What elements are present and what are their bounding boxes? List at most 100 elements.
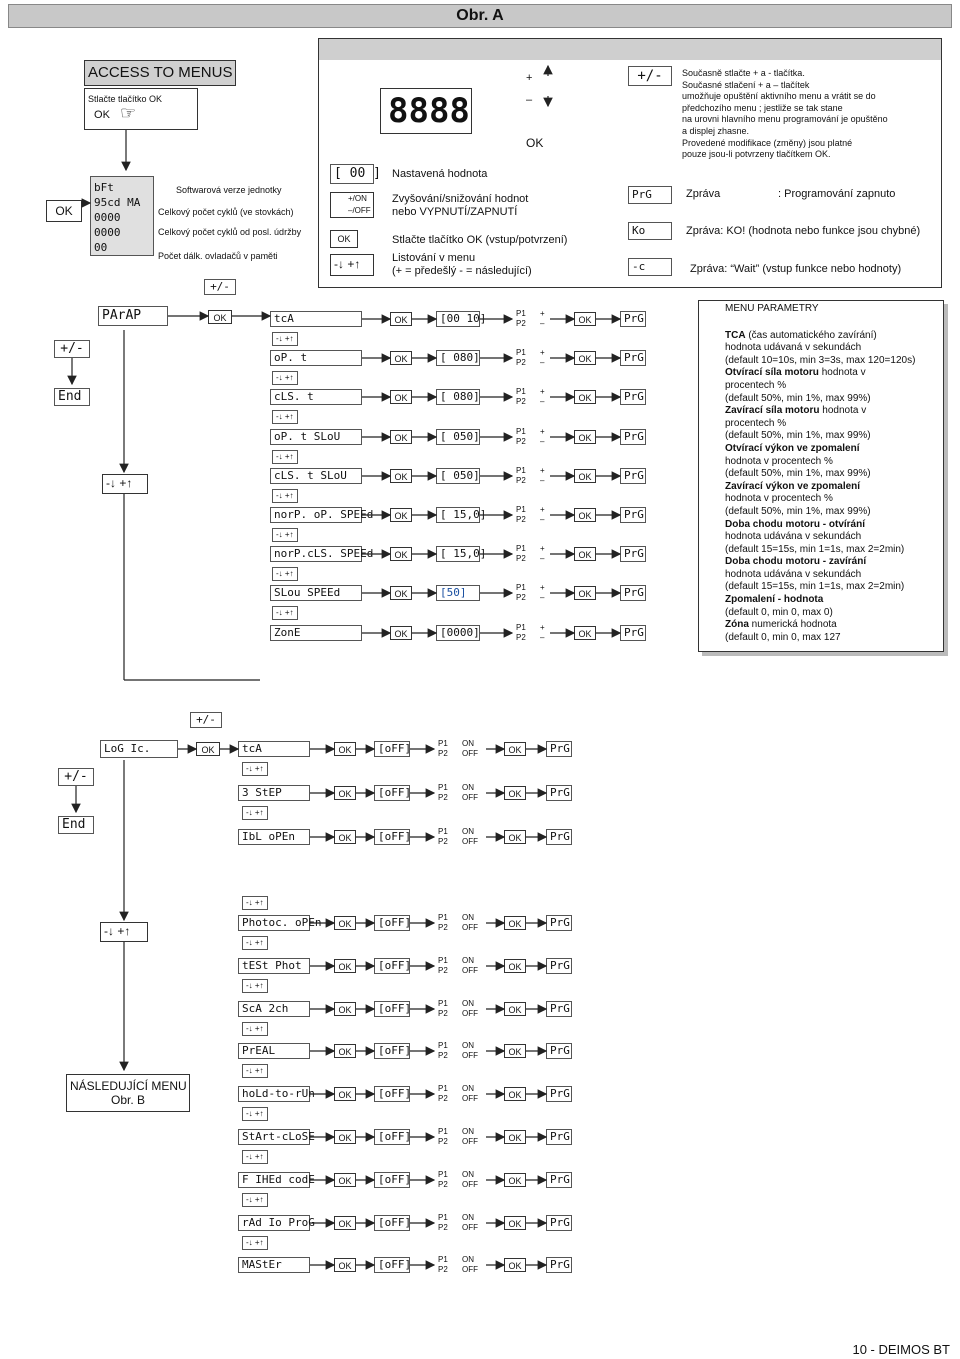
status-lcd-line: 0000: [94, 211, 121, 224]
confirm-ok-button[interactable]: OK: [574, 586, 596, 600]
prg-lcd: PrG: [628, 186, 672, 204]
param-panel-line: Zavírací síla motoru hodnota v: [725, 405, 943, 418]
p2-label: P2: [516, 554, 526, 563]
p2-label: P2: [516, 515, 526, 524]
scroll-symbol-param: -↓ +↑: [106, 476, 133, 490]
wait-lcd: -c: [628, 258, 672, 276]
pm-line: předchozího menu ; jestliže se tak stane: [682, 102, 843, 113]
param-panel-line: (default 50%, min 1%, max 99%): [725, 506, 943, 519]
scroll-mini: -↓ +↑: [272, 528, 298, 542]
row-ok-button[interactable]: OK: [334, 959, 356, 973]
on-label: ON: [462, 783, 474, 792]
on-label: ON: [462, 1213, 474, 1222]
status-lcd-line: 00: [94, 241, 108, 254]
row-ok-button[interactable]: OK: [334, 1130, 356, 1144]
scroll-mini: -↓ +↑: [242, 979, 268, 993]
p2-label: P2: [516, 476, 526, 485]
p1-label: P1: [438, 1041, 448, 1050]
on-label: ON: [462, 1170, 474, 1179]
pm-line: umožňuje opuštění aktivního menu a vráti…: [682, 91, 876, 102]
row-ok-button[interactable]: OK: [334, 1216, 356, 1230]
param-panel-line-text: hodnota v: [819, 405, 867, 417]
param-panel-line-text: (default 50%, min 1%, max 99%): [725, 430, 871, 442]
access-ok-button[interactable]: OK: [90, 108, 114, 124]
scroll-text2: (+ = předešlý - = následující): [392, 265, 532, 277]
set-value-text: Nastavená hodnota: [392, 168, 488, 180]
confirm-ok-button[interactable]: OK: [574, 390, 596, 404]
pm-lcd-left-1: +/-: [54, 340, 90, 358]
param-panel-line-text: hodnota udávána v sekundách: [725, 531, 862, 543]
confirm-ok-button[interactable]: OK: [574, 508, 596, 522]
minus-sign: –: [540, 593, 545, 602]
confirm-ok-button[interactable]: OK: [504, 1258, 526, 1272]
param-name-lcd: tcA: [270, 311, 362, 327]
param-panel-line-bold: Otvírací síla motoru: [725, 367, 819, 379]
plus-sign: +: [540, 466, 545, 475]
pm-lcd-2: +/-: [190, 712, 222, 728]
param-panel-line: (default 10=10s, min 3=3s, max 120=120s): [725, 355, 943, 368]
minus-sign: –: [540, 476, 545, 485]
legend-ok-button[interactable]: OK: [330, 230, 358, 248]
pm-line: Provedené modifikace (změny) jsou platné: [682, 137, 853, 148]
plus-sign: +: [540, 348, 545, 357]
on-label: ON: [462, 1084, 474, 1093]
param-panel-line: procentech %: [725, 418, 943, 431]
param-panel-line: Zavírací výkon ve zpomalení: [725, 481, 943, 494]
p1-label: P1: [516, 544, 526, 553]
logic-name-lcd: rAd Io ProG: [238, 1215, 315, 1231]
pm-lcd: +/-: [628, 66, 672, 86]
on-label: ON: [462, 913, 474, 922]
row-ok-button[interactable]: OK: [334, 1258, 356, 1272]
confirm-ok-button[interactable]: OK: [574, 626, 596, 640]
onoff-minus: –/OFF: [348, 206, 371, 215]
status-ok-button[interactable]: OK: [46, 200, 82, 222]
param-name-lcd: cLS. t: [270, 389, 362, 405]
row-ok-button[interactable]: OK: [390, 390, 412, 404]
p2-label: P2: [438, 1051, 448, 1060]
confirm-ok-button[interactable]: OK: [574, 430, 596, 444]
plus-sign: +: [540, 427, 545, 436]
off-label: OFF: [462, 1265, 478, 1274]
logic-name-lcd: IbL oPEn: [238, 829, 310, 845]
confirm-ok-button[interactable]: OK: [504, 830, 526, 844]
p2-label: P2: [516, 319, 526, 328]
row-ok-button[interactable]: OK: [334, 1087, 356, 1101]
p2-label: P2: [438, 1137, 448, 1146]
param-panel-line-text: hodnota v: [818, 367, 866, 379]
onoff-plus: +/ON: [348, 194, 367, 203]
param-panel-line: Zóna numerická hodnota: [725, 619, 943, 632]
param-panel-line: Doba chodu motoru - otvírání: [725, 519, 943, 532]
wait-text: Zpráva: “Wait” (vstup funkce nebo hodnot…: [690, 263, 902, 275]
scroll-mini: -↓ +↑: [242, 936, 268, 950]
param-panel-line: TCA (čas automatického zavírání): [725, 330, 943, 343]
pm-lcd-left-2: +/-: [58, 768, 94, 786]
param-ok-button[interactable]: OK: [208, 310, 232, 324]
logic-value-lcd: [oFF]: [374, 1215, 411, 1231]
param-panel-line-bold: TCA: [725, 329, 746, 341]
end-lcd-2: End: [58, 816, 94, 834]
seven-seg-digits: 8888: [388, 91, 470, 131]
param-value-lcd: [ 080]: [436, 350, 480, 366]
off-label: OFF: [462, 1051, 478, 1060]
prg-label: Zpráva: [686, 188, 721, 200]
row-ok-button[interactable]: OK: [390, 430, 412, 444]
status-lcd-line: 95cd MA: [94, 196, 141, 209]
logic-value-lcd: [oFF]: [374, 785, 411, 801]
scroll-mini: -↓ +↑: [272, 410, 298, 424]
p1-label: P1: [516, 466, 526, 475]
p1-label: P1: [516, 387, 526, 396]
legend-header-bar: [318, 38, 942, 60]
param-panel-line: (default 50%, min 1%, max 99%): [725, 430, 943, 443]
minus-sign: –: [540, 319, 545, 328]
on-label: ON: [462, 999, 474, 1008]
param-panel-line-bold: Zavírací výkon ve zpomalení: [725, 480, 861, 492]
param-panel-line-text: (default 50%, min 1%, max 99%): [725, 468, 871, 480]
param-panel-line-text: numerická hodnota: [748, 619, 837, 631]
logic-value-lcd: [oFF]: [374, 829, 411, 845]
minus-sign: –: [540, 633, 545, 642]
param-panel-line-bold: Zavírací síla motoru: [725, 405, 820, 417]
param-panel-line: Doba chodu motoru - zavírání: [725, 556, 943, 569]
scroll-mini: -↓ +↑: [272, 567, 298, 581]
param-value-lcd: [00 10]: [436, 311, 486, 327]
